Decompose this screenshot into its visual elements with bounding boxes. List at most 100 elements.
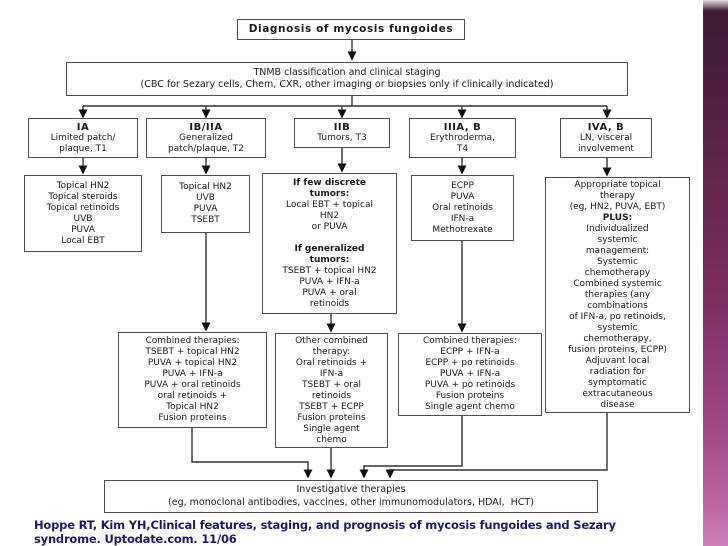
flow-connectors — [78, 40, 612, 479]
text-line: Tumors, T3 — [317, 133, 367, 143]
text-line: PUVA — [450, 191, 475, 202]
text-line: PUVA + IFN-a — [299, 276, 360, 287]
text-line: involvement — [578, 143, 634, 154]
text-line: Appropriate topical — [574, 179, 661, 190]
purple-accent-band — [703, 0, 728, 546]
text-line: T4 — [456, 143, 469, 154]
text-line: PUVA + IFN-a — [439, 369, 501, 379]
text-line: extracutaneous — [582, 388, 653, 399]
text-line: Fusion proteins — [297, 412, 366, 423]
text-line: systemic — [597, 234, 638, 245]
text-line: Oral retinoids + — [295, 357, 368, 368]
text-line: IFN-a — [450, 213, 475, 224]
text-line: PUVA — [193, 204, 218, 214]
text-line: patch/plaque, T2 — [167, 143, 245, 154]
text-line: or PUVA — [311, 221, 348, 232]
text-line: Oral retinoids — [432, 202, 493, 213]
text-line: therapy — [599, 190, 636, 201]
text-line: Adjuvant local — [585, 355, 650, 366]
text-line: Diagnosis of mycosis fungoides — [248, 23, 454, 35]
text-line: Topical HN2 — [56, 180, 110, 191]
text-line: disease — [600, 399, 635, 410]
diagnosis-box: Diagnosis of mycosis fungoides — [237, 19, 465, 40]
connector-treatment5-to-investigative — [385, 413, 608, 479]
text-line: Investigative therapies — [296, 484, 406, 495]
connector-combined1-to-investigative — [191, 428, 313, 479]
text-line: TSEBT + ECPP — [299, 401, 364, 412]
text-line: tumors: — [309, 254, 350, 265]
text-line: oral retinoids + — [157, 391, 228, 401]
text-line: UVB — [73, 213, 93, 224]
text-line: ECPP — [451, 180, 474, 191]
text-line: Topical HN2 — [166, 402, 219, 412]
text-line: Individualized — [586, 223, 649, 234]
text-line: chemotherapy, — [583, 333, 652, 344]
text-line: Methotrexate — [432, 224, 493, 235]
text-line: Local EBT — [61, 235, 105, 246]
connector-combined3-to-investigative — [359, 416, 463, 479]
text-line: TSEBT + topical HN2 — [282, 265, 377, 276]
text-line: (eg, monoclonal antibodies, vaccines, ot… — [168, 496, 534, 508]
text-line: (CBC for Sezary cells, Chem, CXR, other … — [140, 79, 554, 90]
text-line: If generalized — [294, 243, 365, 254]
text-line: PUVA + oral retinoids — [144, 380, 241, 390]
investigative-therapies-box: Investigative therapies(eg, monoclonal a… — [104, 480, 598, 513]
text-line: systemic — [597, 322, 638, 333]
text-line: TSEBT + topical HN2 — [145, 347, 240, 357]
text-line: chemotherapy — [584, 267, 651, 278]
text-line: Topical retinoids — [46, 202, 120, 213]
text-line: IIIA, B — [443, 121, 482, 133]
text-line: UVB — [196, 193, 215, 203]
text-line: Combined therapies: — [145, 336, 240, 346]
text-line: Topical HN2 — [179, 182, 232, 192]
text-line: IIB — [333, 122, 351, 133]
text-line: combinations — [587, 300, 648, 311]
text-line: TSEBT + oral — [301, 379, 362, 390]
text-line: TSEBT — [191, 215, 220, 225]
text-line: of IFN-a, po retinoids, — [569, 311, 666, 322]
text-line: PLUS: — [602, 212, 633, 223]
text-line: Combined systemic — [573, 278, 662, 289]
text-line: Generalized — [179, 132, 233, 143]
text-line: Systemic — [596, 256, 638, 267]
text-line: TNMB classification and clinical staging — [253, 66, 441, 78]
text-line: symptomatic — [588, 377, 647, 388]
treatment-box-iib: If few discrete tumors: Local EBT + topica… — [262, 173, 397, 314]
text-line: IA — [76, 121, 90, 133]
connector-distribution-line — [83, 96, 607, 107]
text-line: Local EBT + topical — [285, 199, 374, 210]
text-line: HN2 — [319, 210, 340, 221]
text-line: PUVA + topical HN2 — [147, 358, 238, 368]
text-line: IFN-a — [319, 368, 344, 379]
text-line: Combined therapies: — [422, 336, 518, 346]
text-line: retinoids — [309, 298, 350, 309]
text-line: PUVA — [71, 224, 95, 235]
text-line: therapy: — [312, 346, 351, 357]
text-line: radiation for — [589, 366, 646, 377]
text-line: (eg, HN2, PUVA, EBT) — [569, 201, 666, 212]
text-line: ECPP + po retinoids — [425, 358, 515, 368]
text-line: syndrome. Uptodate.com. 11/06 — [34, 531, 237, 546]
text-line: PUVA + po retinoids — [424, 380, 516, 390]
text-line: chemo — [316, 434, 347, 445]
text-line: Hoppe RT, Kim YH,Clinical features, stag… — [34, 518, 616, 532]
text-line: PUVA + oral — [302, 287, 357, 298]
text-line: management: — [585, 245, 650, 256]
text-line: If few discrete — [292, 177, 367, 188]
staging-box: TNMB classification and clinical staging… — [66, 62, 628, 96]
text-line: fusion proteins, ECPP) — [568, 344, 667, 355]
citation: Hoppe RT, Kim YH,Clinical features, stag… — [34, 518, 616, 546]
text-line — [264, 233, 395, 244]
text-line: retinoids — [311, 390, 352, 401]
text-line: Other combined — [295, 335, 368, 346]
